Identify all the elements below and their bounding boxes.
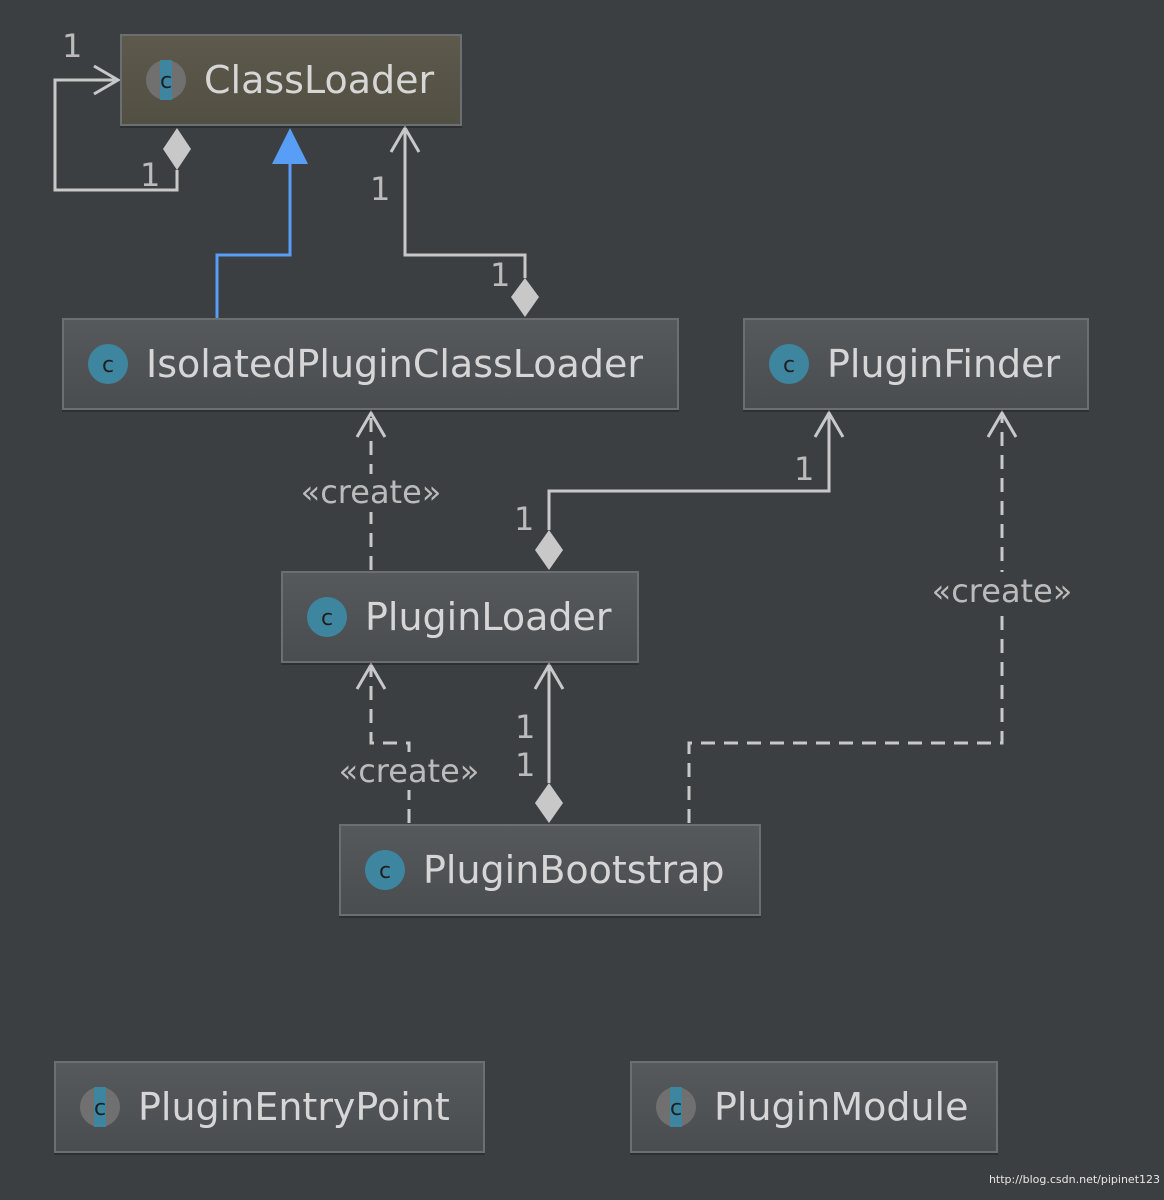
edge-bootstrap-creates-finder: «create»	[687, 410, 1082, 823]
class-title: IsolatedPluginClassLoader	[146, 342, 643, 386]
svg-text:c: c	[379, 859, 391, 884]
edge-label-target: 1	[515, 708, 535, 746]
class-abstract-icon: c	[80, 1087, 120, 1127]
edge-classloader-self: 1 1	[53, 27, 191, 194]
class-node-classloader[interactable]: c ClassLoader	[120, 34, 462, 126]
composition-diamond	[535, 783, 563, 823]
svg-text:c: c	[321, 606, 333, 631]
composition-diamond	[511, 278, 539, 317]
class-icon: c	[769, 344, 809, 384]
arrow-head	[813, 410, 845, 438]
inheritance-triangle	[272, 128, 308, 164]
edge-label-create: «create»	[301, 473, 442, 511]
class-node-isolated-plugin-class-loader[interactable]: c IsolatedPluginClassLoader	[62, 318, 679, 410]
svg-text:c: c	[102, 353, 114, 378]
edge-label-create: «create»	[932, 572, 1073, 610]
watermark-url: http://blog.csdn.net/pipinet123	[988, 1173, 1160, 1186]
arrow-head	[355, 662, 387, 690]
class-node-plugin-entry-point[interactable]: c PluginEntryPoint	[54, 1061, 485, 1153]
edge-bootstrap-to-loader: 1 1	[515, 662, 565, 823]
edge-bootstrap-creates-loader: «create»	[330, 662, 488, 823]
class-title: PluginBootstrap	[423, 848, 725, 892]
class-title: PluginFinder	[827, 342, 1061, 386]
edge-isolated-extends-classloader	[215, 128, 308, 318]
edge-label-source: 1	[514, 500, 534, 538]
arrow-head	[93, 64, 121, 96]
svg-text:c: c	[670, 1096, 682, 1121]
composition-diamond	[163, 128, 191, 170]
edge-label-target: 1	[370, 170, 390, 208]
edge-label-target: 1	[62, 27, 82, 65]
class-node-plugin-bootstrap[interactable]: c PluginBootstrap	[339, 824, 761, 916]
edge-isolated-to-classloader: 1 1	[370, 125, 539, 317]
class-icon: c	[88, 344, 128, 384]
edge-label-source: 1	[490, 256, 510, 294]
class-icon: c	[307, 597, 347, 637]
class-node-plugin-module[interactable]: c PluginModule	[630, 1061, 998, 1153]
arrow-head	[389, 125, 421, 153]
class-title: PluginModule	[714, 1085, 969, 1129]
arrow-head	[986, 410, 1018, 438]
class-icon: c	[365, 850, 405, 890]
edge-label-target: 1	[794, 450, 814, 488]
class-node-plugin-loader[interactable]: c PluginLoader	[281, 571, 639, 663]
class-title: PluginLoader	[365, 595, 612, 639]
class-abstract-icon: c	[656, 1087, 696, 1127]
edge-loader-to-finder: 1 1	[514, 410, 845, 570]
class-abstract-icon: c	[146, 60, 186, 100]
svg-text:c: c	[783, 353, 795, 378]
composition-diamond	[535, 530, 563, 570]
edge-loader-creates-isolated: «create»	[292, 410, 450, 570]
arrow-head	[355, 410, 387, 438]
edge-label-source: 1	[140, 156, 160, 194]
class-node-plugin-finder[interactable]: c PluginFinder	[743, 318, 1089, 410]
svg-text:c: c	[94, 1096, 106, 1121]
svg-text:c: c	[160, 69, 172, 94]
edge-label-create: «create»	[339, 752, 480, 790]
arrow-head	[533, 662, 565, 690]
class-title: ClassLoader	[204, 58, 435, 102]
edge-label-source: 1	[515, 746, 535, 784]
class-title: PluginEntryPoint	[138, 1085, 450, 1129]
